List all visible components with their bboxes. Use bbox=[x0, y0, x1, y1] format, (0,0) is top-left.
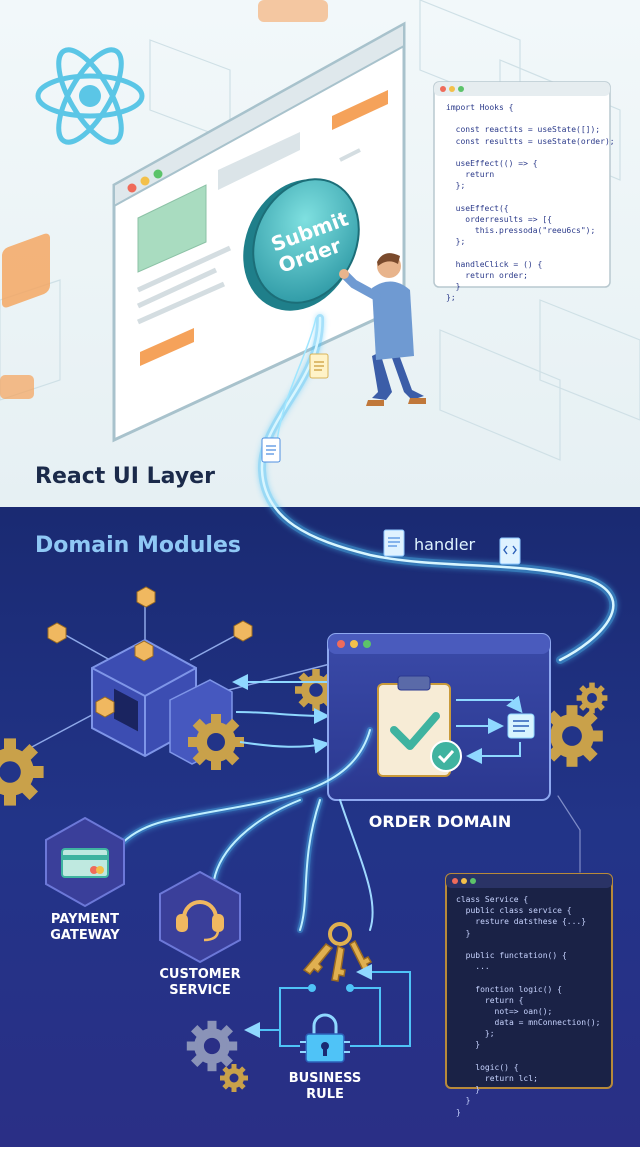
payment-line1: PAYMENT bbox=[50, 912, 120, 927]
react-code-lines: import Hooks { const reactits = useState… bbox=[446, 103, 615, 304]
business-line1: BUSINESS bbox=[288, 1071, 362, 1086]
domain-internal-arrows bbox=[456, 695, 523, 764]
payment-gateway-node bbox=[45, 816, 125, 908]
react-code-line: const reactits = useState([]); bbox=[446, 125, 601, 135]
service-code-line: fonction logic() { bbox=[456, 984, 562, 994]
order-domain-label: ORDER DOMAIN bbox=[368, 812, 512, 831]
service-code-line: return lcl; bbox=[456, 1074, 538, 1083]
react-code-line: }; bbox=[446, 293, 456, 303]
service-code-line: } bbox=[456, 928, 471, 938]
list-icon bbox=[507, 713, 535, 739]
bg-orange-block bbox=[0, 375, 34, 399]
bg-orange-block bbox=[2, 233, 50, 308]
service-code-line: } bbox=[456, 1107, 461, 1117]
service-code-line: return { bbox=[456, 995, 524, 1005]
service-code-line bbox=[456, 940, 601, 951]
react-code-line: orderresults => [{ bbox=[446, 214, 552, 224]
window-close-dot bbox=[127, 183, 137, 193]
business-rule-loop bbox=[244, 964, 411, 1047]
react-code-line: }; bbox=[446, 181, 466, 191]
document-icon bbox=[383, 529, 405, 557]
service-code-line: class Service { bbox=[456, 895, 529, 904]
window-min-dot bbox=[140, 176, 150, 186]
document-icon bbox=[309, 353, 329, 379]
react-code-line: }; bbox=[446, 237, 466, 247]
customer-line2: SERVICE bbox=[169, 983, 231, 998]
customer-line1: CUSTOMER bbox=[159, 967, 241, 982]
data-flow-stream bbox=[257, 314, 618, 664]
padlock-icon bbox=[300, 1013, 350, 1063]
react-code-line: return order; bbox=[446, 270, 528, 280]
service-code-line: not=> oan(); bbox=[456, 1006, 553, 1016]
react-code-line: handleClick = () { bbox=[446, 259, 543, 269]
react-code-line: this.pressoda("reeu6cs"); bbox=[446, 226, 596, 236]
service-code-line: resture datsthese {...} bbox=[456, 917, 587, 927]
customer-service-node bbox=[159, 870, 241, 964]
headset-icon bbox=[176, 900, 224, 942]
gear-icon bbox=[0, 738, 44, 806]
clipboard-check-icon bbox=[377, 675, 462, 777]
react-code-line: } bbox=[446, 282, 461, 291]
person-icon bbox=[339, 253, 426, 406]
customer-service-label: CUSTOMER SERVICE bbox=[150, 967, 250, 999]
credit-card-icon bbox=[61, 848, 109, 878]
service-code-line: logic() { bbox=[456, 1062, 519, 1072]
code-icon bbox=[499, 537, 521, 565]
react-code-line bbox=[446, 148, 615, 159]
payment-line2: GATEWAY bbox=[50, 928, 120, 943]
react-code-line: import Hooks { bbox=[446, 103, 514, 112]
gear-icon bbox=[220, 1064, 248, 1092]
payment-gateway-label: PAYMENT GATEWAY bbox=[38, 912, 132, 944]
gear-icon bbox=[576, 682, 608, 714]
service-code-panel bbox=[445, 873, 613, 1089]
react-code-line: const resultts = useState(order); bbox=[446, 136, 615, 146]
service-code-line bbox=[456, 973, 601, 984]
keys-icon bbox=[302, 922, 373, 982]
react-code-line bbox=[446, 193, 615, 204]
react-code-line bbox=[446, 114, 615, 125]
service-code-line: }; bbox=[456, 1029, 495, 1039]
domain-connections bbox=[109, 727, 581, 933]
business-rule-label: BUSINESS RULE bbox=[280, 1071, 370, 1103]
document-icon bbox=[261, 437, 281, 463]
service-code-line: public class service { bbox=[456, 906, 572, 916]
business-line2: RULE bbox=[306, 1087, 344, 1102]
service-code-lines: class Service { public class service { r… bbox=[456, 895, 601, 1119]
window-max-dot bbox=[153, 169, 163, 179]
gear-icon bbox=[186, 1020, 238, 1072]
service-code-line: } bbox=[456, 1040, 481, 1050]
react-layer-title: React UI Layer bbox=[35, 464, 215, 489]
react-code-line: useEffect(() => { bbox=[446, 158, 538, 168]
submit-order-button[interactable]: Submit Order bbox=[222, 161, 378, 330]
cube-to-domain-arrows bbox=[232, 674, 330, 754]
react-code-line: useEffect({ bbox=[446, 203, 509, 213]
handler-label: handler bbox=[414, 535, 476, 554]
gear-icon bbox=[188, 714, 244, 770]
service-code-line: public functation() { bbox=[456, 950, 567, 960]
bg-orange-block bbox=[258, 0, 328, 22]
gear-icon bbox=[541, 705, 603, 767]
react-code-line: return bbox=[446, 170, 495, 180]
service-code-line: } bbox=[456, 1085, 481, 1095]
service-code-line bbox=[456, 1052, 601, 1063]
service-code-line: data = mnConnection(); bbox=[456, 1018, 601, 1028]
react-code-line bbox=[446, 248, 615, 259]
service-code-line: ... bbox=[456, 962, 490, 972]
service-code-line: } bbox=[456, 1096, 471, 1106]
react-code-panel bbox=[433, 81, 611, 288]
domain-layer-title: Domain Modules bbox=[35, 533, 241, 558]
